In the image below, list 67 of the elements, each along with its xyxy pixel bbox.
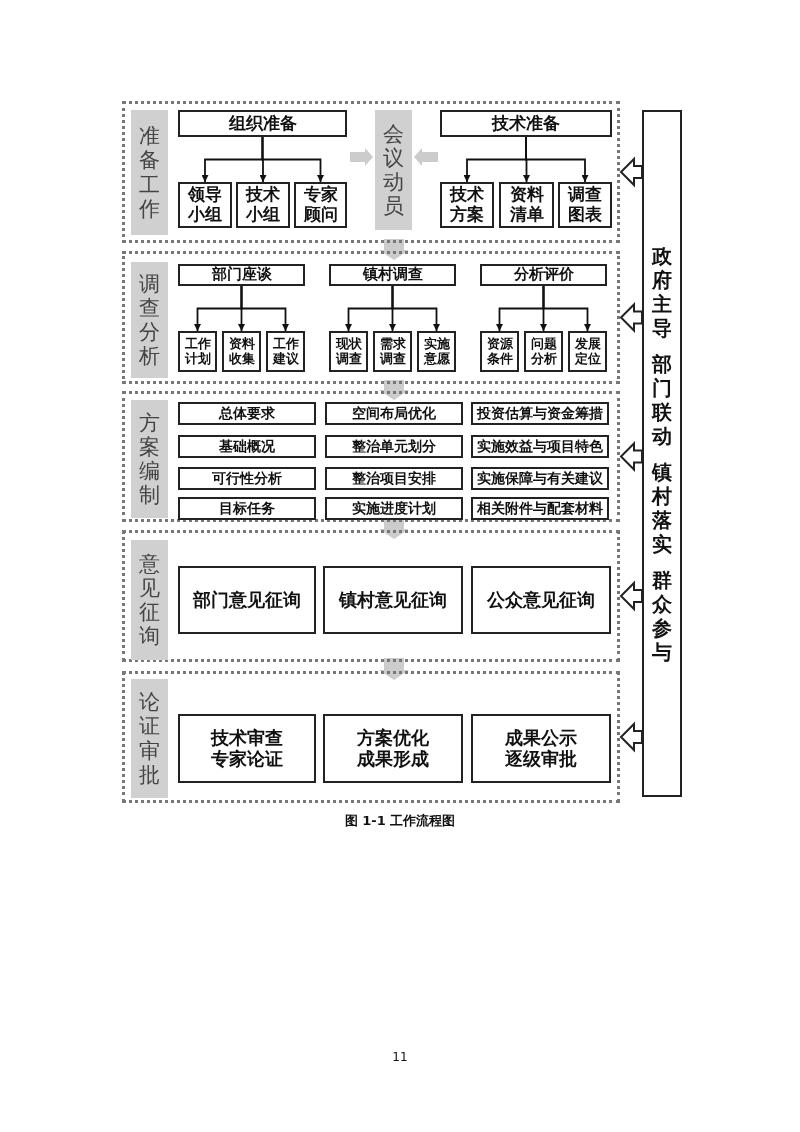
dashed-frame — [122, 530, 620, 662]
process-box: 资料清单 — [499, 182, 554, 228]
stage-label-band: 方案编制 — [131, 400, 168, 518]
process-box: 领导小组 — [178, 182, 232, 228]
stage-label-band: 准备工作 — [131, 110, 168, 235]
process-box: 相关附件与配套材料 — [471, 497, 609, 520]
process-box: 工作计划 — [178, 331, 217, 372]
stage-label-band: 意见征询 — [131, 540, 168, 660]
figure-caption: 图 1-1 工作流程图 — [343, 812, 457, 830]
process-box: 实施意愿 — [417, 331, 456, 372]
process-box: 分析评价 — [480, 264, 607, 286]
arrow — [525, 136, 589, 183]
process-box: 问题分析 — [524, 331, 563, 372]
process-box: 镇村调查 — [329, 264, 456, 286]
dashed-frame — [122, 251, 620, 384]
process-box: 镇村意见征询 — [323, 566, 463, 634]
process-box: 调查图表 — [558, 182, 612, 228]
process-box: 发展定位 — [568, 331, 607, 372]
stage-label-band: 论证审批 — [131, 679, 168, 798]
arrow — [391, 285, 440, 332]
block-arrow — [379, 380, 409, 400]
process-box: 实施进度计划 — [325, 497, 463, 520]
process-box: 现状调查 — [329, 331, 368, 372]
stage-label-band: 调查分析 — [131, 262, 168, 378]
process-box: 公众意见征询 — [471, 566, 611, 634]
process-box: 技术准备 — [440, 110, 612, 137]
arrow — [240, 285, 289, 332]
block-arrow — [350, 148, 373, 166]
stage-label-band: 会议动员 — [375, 110, 412, 230]
arrow — [542, 285, 591, 332]
block-arrow — [379, 239, 409, 260]
process-box: 实施效益与项目特色 — [471, 435, 609, 458]
process-box: 组织准备 — [178, 110, 347, 137]
process-box: 方案优化成果形成 — [323, 714, 463, 783]
process-box: 整治单元划分 — [325, 435, 463, 458]
process-box: 实施保障与有关建议 — [471, 467, 609, 490]
process-box: 整治项目安排 — [325, 467, 463, 490]
process-box: 空间布局优化 — [325, 402, 463, 425]
block-arrow — [619, 441, 643, 472]
process-box: 技术小组 — [236, 182, 290, 228]
block-arrow — [414, 148, 438, 166]
process-box: 工作建议 — [266, 331, 305, 372]
page-number: 11 — [391, 1050, 409, 1064]
process-box: 成果公示逐级审批 — [471, 714, 611, 783]
process-box: 需求调查 — [373, 331, 412, 372]
process-box: 资料收集 — [222, 331, 261, 372]
block-arrow — [619, 580, 643, 612]
process-box: 目标任务 — [178, 497, 316, 520]
process-box: 部门座谈 — [178, 264, 305, 286]
process-box: 可行性分析 — [178, 467, 316, 490]
process-box: 总体要求 — [178, 402, 316, 425]
dashed-frame — [122, 101, 620, 243]
block-arrow — [379, 658, 409, 680]
process-box: 资源条件 — [480, 331, 519, 372]
process-box: 投资估算与资金筹措 — [471, 402, 609, 425]
process-box: 技术方案 — [440, 182, 494, 228]
process-box: 基础概况 — [178, 435, 316, 458]
block-arrow — [619, 156, 643, 188]
block-arrow — [619, 721, 643, 753]
dashed-frame — [122, 671, 620, 803]
block-arrow — [619, 302, 643, 333]
dashed-frame — [122, 391, 620, 522]
process-box: 专家顾问 — [294, 182, 347, 228]
vertical-banner: 政府主导 部门联动 镇村落实 群众参与 — [642, 110, 682, 797]
arrow — [261, 136, 324, 183]
process-box: 部门意见征询 — [178, 566, 316, 634]
process-box: 技术审查专家论证 — [178, 714, 316, 783]
